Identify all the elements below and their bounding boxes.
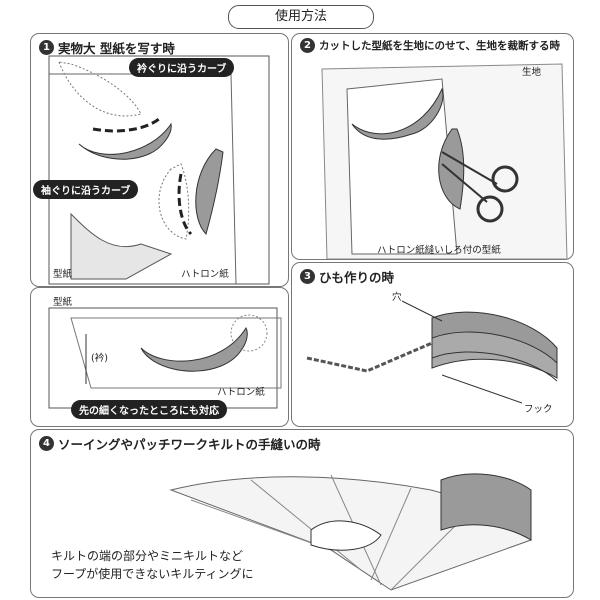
panel-hand-sewing: 4 ソーイングやパッチワークキルトの手縫いの時 キルトの端の部分やミニキルトなど… xyxy=(30,429,574,598)
sleeve-shape xyxy=(70,212,173,280)
panel-3-title: ひも作りの時 xyxy=(319,270,395,285)
panel-narrow-tip: 型紙 (衿) ハトロン紙 先の細くなったところにも対応 xyxy=(30,287,289,427)
ruler-tool-4 xyxy=(351,87,444,140)
panel-2-title: カットした型紙を生地にのせて、生地を裁断する時 xyxy=(319,40,560,52)
hole-leader-line xyxy=(401,300,443,322)
tracing-paper-sheet xyxy=(48,55,270,285)
armhole-template-dotted xyxy=(158,163,190,240)
hole-label: 穴 xyxy=(392,292,402,303)
trace-pattern-illustration xyxy=(48,55,270,285)
armhole-curve-callout: 袖ぐりに沿うカーブ xyxy=(33,180,139,199)
collar-curve-callout: 衿ぐりに沿うカーブ xyxy=(129,58,235,77)
ruler-tool-2 xyxy=(195,148,224,235)
seam-label: (衿) xyxy=(91,353,108,364)
cut-fabric-illustration xyxy=(321,63,568,259)
tip-detail-circle xyxy=(230,314,268,352)
scissors-handle xyxy=(476,195,504,223)
scissors-handle xyxy=(491,165,519,193)
panel-cord-making: 3 ひも作りの時 穴 フック xyxy=(291,262,574,427)
ruler-tool-5 xyxy=(438,128,465,210)
panel-1-title: 実物大 型紙を写す時 xyxy=(58,41,175,56)
narrow-tip-illustration xyxy=(48,307,282,409)
stacked-ruler-tool xyxy=(431,351,558,382)
pattern-with-seam-label: ハトロン紙縫いしろ付の型紙 xyxy=(377,245,501,256)
hook-label: フック xyxy=(524,404,553,415)
panel-4-caption-line-2: フープが使用できないキルティングに xyxy=(51,567,254,581)
tracing-paper-outline xyxy=(70,317,282,389)
quilting-illustration xyxy=(169,473,532,591)
panel-4-heading: 4 ソーイングやパッチワークキルトの手縫いの時 xyxy=(39,434,321,453)
collar-curve-dashed xyxy=(92,117,160,133)
step-number-2: 2 xyxy=(300,38,315,53)
ruler-tool-3 xyxy=(140,326,248,372)
pattern-label: 型紙 xyxy=(53,269,73,280)
ruler-tool-1 xyxy=(78,122,172,160)
scissors-blade xyxy=(441,151,498,203)
collar-template-dotted xyxy=(58,61,142,117)
narrow-tip-callout: 先の細くなったところにも対応 xyxy=(71,400,227,419)
cord-making-illustration xyxy=(306,300,558,404)
panel-1-heading: 1 実物大 型紙を写す時 xyxy=(39,38,175,57)
armhole-curve-dashed xyxy=(177,173,193,236)
tracing-paper-label: ハトロン紙 xyxy=(217,387,265,398)
panel-cut-fabric: 2 カットした型紙を生地にのせて、生地を裁断する時 生地 ハトロン紙縫いしろ付の… xyxy=(291,33,574,260)
page-title: 使用方法 xyxy=(228,5,374,29)
hand-shape xyxy=(310,520,382,551)
step-number-3: 3 xyxy=(300,269,315,284)
step-number-1: 1 xyxy=(39,40,54,55)
stacked-ruler-tool xyxy=(431,331,558,379)
ruler-tool-stack xyxy=(440,473,532,541)
panel-3-heading: 3 ひも作りの時 xyxy=(300,267,394,286)
fabric-label: 生地 xyxy=(522,67,542,78)
panel-2-heading: 2 カットした型紙を生地にのせて、生地を裁断する時 xyxy=(300,38,560,53)
pattern-label: 型紙 xyxy=(53,297,73,308)
panel-trace-pattern: 1 実物大 型紙を写す時 衿ぐりに沿うカーブ 袖ぐりに沿うカーブ 型紙 ハトロン… xyxy=(30,33,289,287)
panel-4-caption-line-1: キルトの端の部分やミニキルトなど xyxy=(51,549,244,563)
step-number-4: 4 xyxy=(39,436,54,451)
tracing-paper-label: ハトロン紙 xyxy=(181,269,229,280)
hook-leader-line xyxy=(441,374,523,404)
panel-4-title: ソーイングやパッチワークキルトの手縫いの時 xyxy=(58,437,321,452)
braided-cord xyxy=(306,341,433,373)
